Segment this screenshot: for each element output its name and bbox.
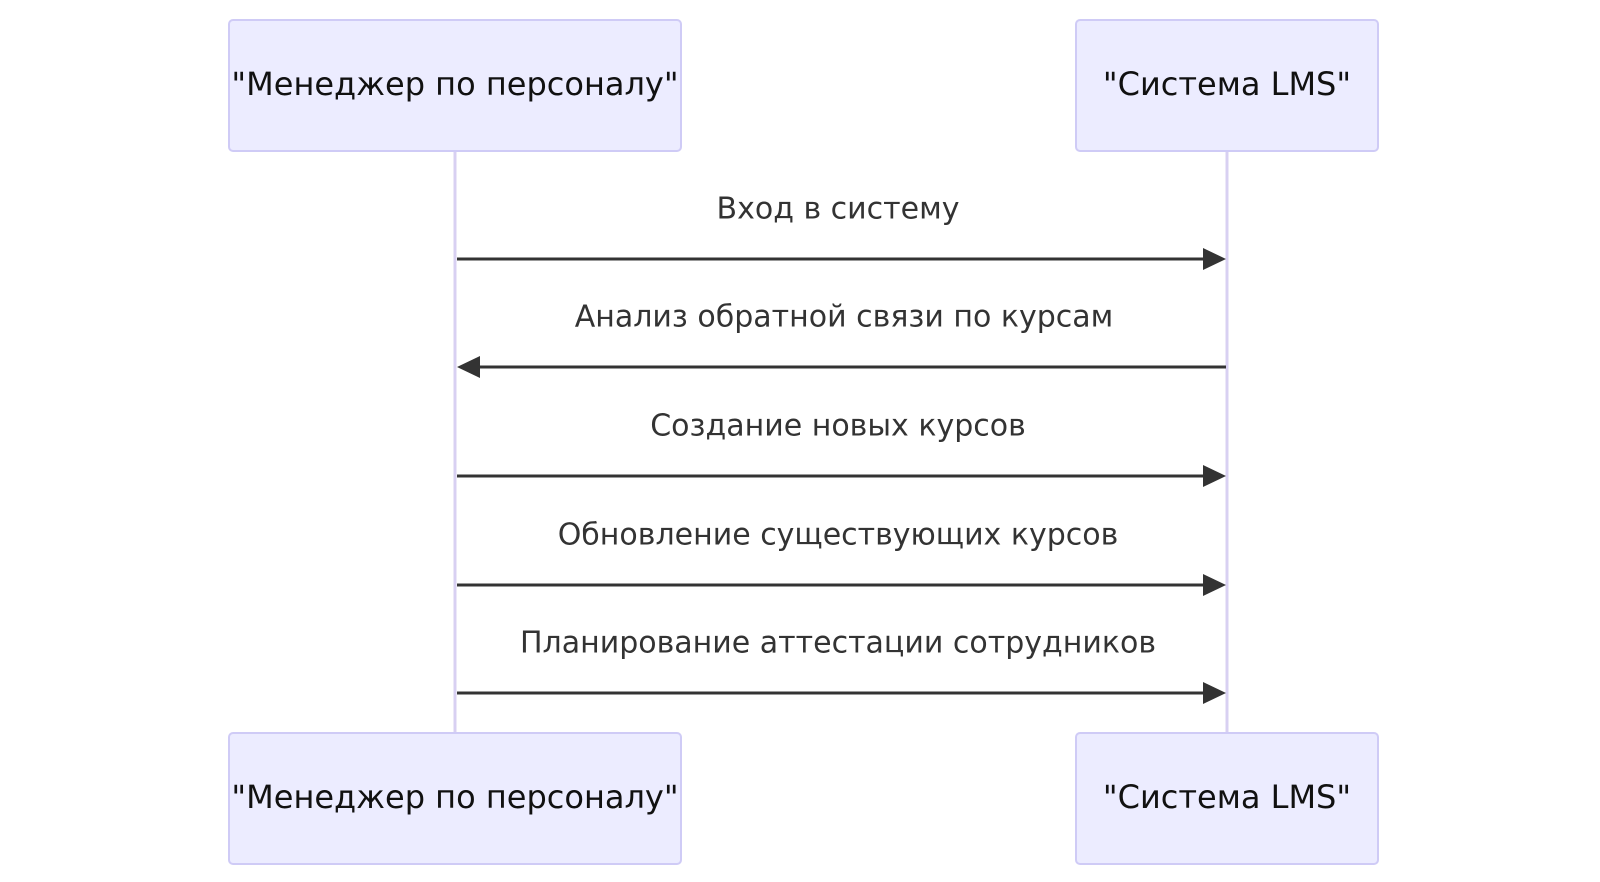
actor-top-lms: "Система LMS" — [1075, 19, 1379, 152]
actor-top-lms-label: "Система LMS" — [1103, 65, 1351, 103]
message-2-arrowhead — [457, 356, 480, 378]
message-1-arrowhead — [1203, 248, 1226, 270]
message-3-arrowhead — [1203, 465, 1226, 487]
message-1: Вход в систему — [457, 192, 1226, 270]
message-5-arrowhead — [1203, 682, 1226, 704]
actor-top-hr-label: "Менеджер по персоналу" — [231, 65, 678, 103]
message-3: Создание новых курсов — [457, 409, 1226, 487]
actor-bottom-hr: "Менеджер по персоналу" — [228, 732, 682, 865]
message-1-label: Вход в систему — [717, 192, 960, 227]
message-4: Обновление существующих курсов — [457, 518, 1226, 596]
message-3-label: Создание новых курсов — [650, 409, 1026, 444]
actor-bottom-lms: "Система LMS" — [1075, 732, 1379, 865]
message-2: Анализ обратной связи по курсам — [457, 300, 1226, 378]
message-5-label: Планирование аттестации сотрудников — [520, 626, 1156, 661]
actor-bottom-lms-label: "Система LMS" — [1103, 778, 1351, 816]
message-5: Планирование аттестации сотрудников — [457, 626, 1226, 704]
message-4-label: Обновление существующих курсов — [558, 518, 1119, 553]
message-2-label: Анализ обратной связи по курсам — [575, 300, 1114, 335]
message-4-arrowhead — [1203, 574, 1226, 596]
actor-bottom-hr-label: "Менеджер по персоналу" — [231, 778, 678, 816]
actor-top-hr: "Менеджер по персоналу" — [228, 19, 682, 152]
